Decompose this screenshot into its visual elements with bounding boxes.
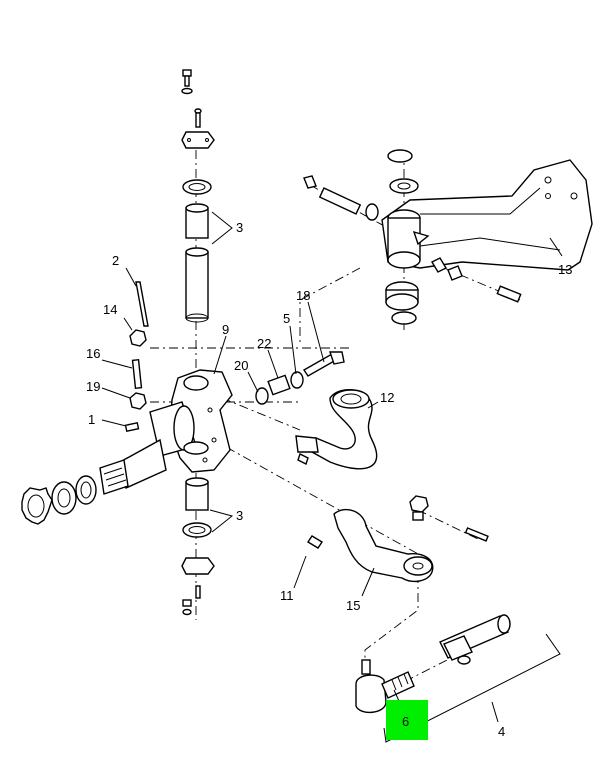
callout-3-lower[interactable]: 3 xyxy=(236,508,243,523)
arm-sleeve xyxy=(267,374,291,396)
stop-bolt xyxy=(135,281,149,327)
axle-beam xyxy=(381,159,593,271)
callout-5[interactable]: 5 xyxy=(283,311,290,326)
callout-6[interactable]: 6 xyxy=(402,714,409,729)
callout-14[interactable]: 14 xyxy=(103,302,117,317)
spindle-washer xyxy=(75,475,97,505)
callout-13[interactable]: 13 xyxy=(558,262,572,277)
callout-1[interactable]: 1 xyxy=(88,412,95,427)
bottom-cap-plate xyxy=(181,557,215,575)
arm-washer xyxy=(290,371,304,389)
callout-18[interactable]: 18 xyxy=(296,288,310,303)
lower-bushing xyxy=(185,477,209,511)
callout-20[interactable]: 20 xyxy=(234,358,248,373)
callout-labels: 2 14 16 19 1 9 3 3 22 5 18 20 12 13 11 1… xyxy=(86,220,572,739)
callout-9[interactable]: 9 xyxy=(222,322,229,337)
callout-16[interactable]: 16 xyxy=(86,346,100,361)
axle-draw-key xyxy=(303,175,379,221)
upper-seal-ring xyxy=(182,179,212,195)
upper-bushing xyxy=(185,203,209,239)
tone-ring xyxy=(21,487,53,525)
axle-lower-hardware xyxy=(385,281,419,325)
callout-11[interactable]: 11 xyxy=(280,588,294,603)
spindle-nut xyxy=(51,481,77,515)
arm-bolt xyxy=(303,351,345,377)
highlight-box xyxy=(386,700,428,740)
steering-arm xyxy=(295,389,378,470)
pitman-arm xyxy=(333,508,434,583)
tube-bracket xyxy=(383,633,561,743)
steering-knuckle xyxy=(99,369,233,495)
king-pin xyxy=(185,247,209,323)
top-bolt xyxy=(181,69,202,128)
axle-cotter-pin xyxy=(431,257,522,303)
stop-bolt-lower xyxy=(131,358,143,390)
lower-seal-ring xyxy=(182,522,212,538)
callout-22[interactable]: 22 xyxy=(257,336,271,351)
callout-19[interactable]: 19 xyxy=(86,379,100,394)
callout-3-upper[interactable]: 3 xyxy=(236,220,243,235)
callout-4[interactable]: 4 xyxy=(498,724,505,739)
axle-upper-hardware xyxy=(387,149,419,194)
callout-2[interactable]: 2 xyxy=(112,253,119,268)
tie-rod-end xyxy=(355,659,415,713)
pitman-nut xyxy=(409,495,489,542)
stop-bolt-nut xyxy=(129,329,147,347)
callout-12[interactable]: 12 xyxy=(380,390,394,405)
arm-spacer xyxy=(255,387,269,405)
top-cap-plate xyxy=(181,131,215,149)
bottom-bolt xyxy=(182,585,201,616)
pitman-key xyxy=(307,535,323,549)
tie-rod-tube xyxy=(439,614,511,665)
spindle-pin xyxy=(124,421,140,433)
callout-15[interactable]: 15 xyxy=(346,598,360,613)
arm-key xyxy=(297,453,309,465)
stop-bolt-lower-nut xyxy=(129,392,147,410)
